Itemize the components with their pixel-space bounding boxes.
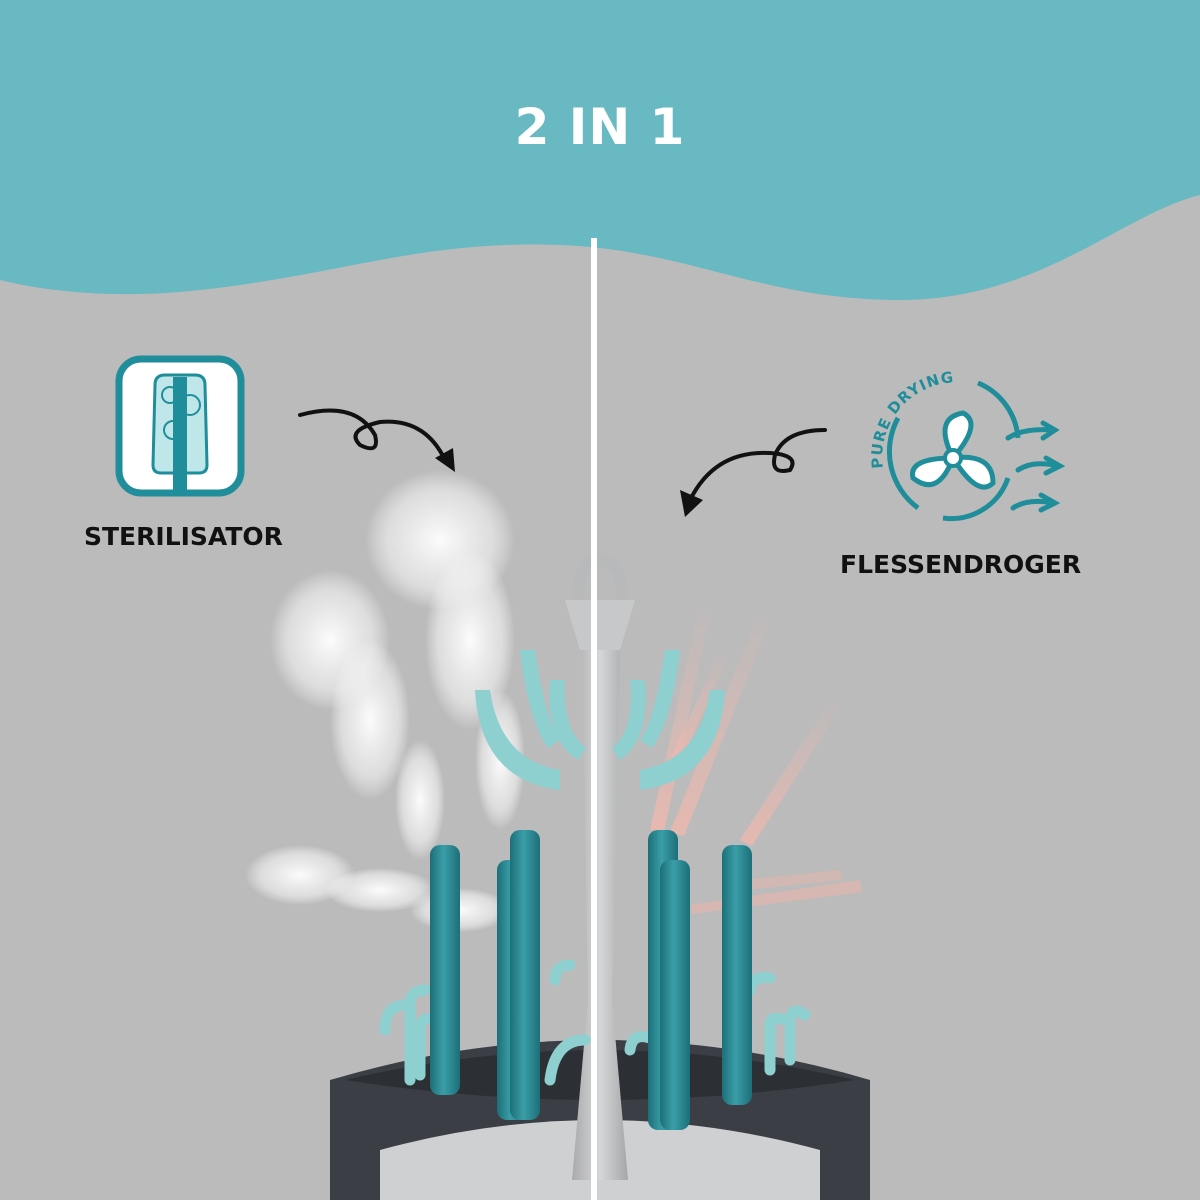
bottle-steam-icon [115, 355, 245, 497]
curved-arrow-right-icon [298, 408, 455, 472]
fan-icon [886, 380, 1066, 522]
rack-hooks [475, 650, 725, 790]
curved-arrow-left-icon [680, 428, 827, 517]
sterilizer-label: STERILISATOR [84, 522, 283, 551]
pure-drying-badge: PURE DRYING [868, 368, 955, 469]
split-divider [591, 238, 597, 1200]
bottle-pipes [430, 830, 752, 1130]
pure-drying-text: PURE DRYING [868, 368, 954, 469]
svg-text:PURE DRYING: PURE DRYING [868, 368, 955, 469]
dryer-label: FLESSENDROGER [840, 550, 1082, 579]
headline: 2 IN 1 [514, 98, 686, 156]
